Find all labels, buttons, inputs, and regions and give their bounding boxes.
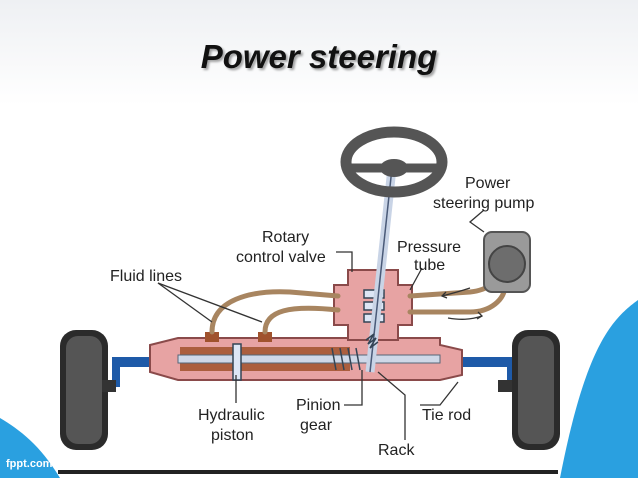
label-power-steering-pump-1: Power [465,175,511,192]
tie-rod-right-arm [507,357,515,387]
fluid-port-left [205,332,219,342]
tie-rod-right [455,357,515,367]
hydraulic-piston [232,343,242,381]
label-rotary-control-valve-1: Rotary [262,229,309,246]
rack-teeth [331,347,361,371]
label-fluid-lines: Fluid lines [110,268,182,285]
base-line [58,470,558,474]
tie-rod-left-arm [112,357,120,387]
left-wheel [60,330,116,450]
label-tie-rod: Tie rod [422,407,471,424]
fluid-port-right [258,332,272,342]
label-hydraulic-piston-2: piston [211,427,254,444]
label-pressure-tube-2: tube [414,257,445,274]
label-pressure-tube-1: Pressure [397,239,461,256]
right-wheel [498,330,560,450]
label-power-steering-pump-2: steering pump [433,195,534,212]
label-rack: Rack [378,442,415,459]
slide-title: Power steering [200,38,438,75]
power-steering-pump [483,231,531,293]
label-hydraulic-piston-1: Hydraulic [198,407,265,424]
flow-arrows [440,287,484,320]
tie-rod-left [112,357,172,367]
rack-bar [177,354,441,364]
steering-column-edge [369,167,393,373]
label-pinion-gear-1: Pinion [296,397,340,414]
brand-watermark: fppt.com [6,458,53,470]
pinion-gear [365,333,379,349]
steering-wheel [340,126,448,198]
label-pinion-gear-2: gear [300,417,333,434]
label-rotary-control-valve-2: control valve [236,249,326,266]
leader-lines [157,209,485,440]
